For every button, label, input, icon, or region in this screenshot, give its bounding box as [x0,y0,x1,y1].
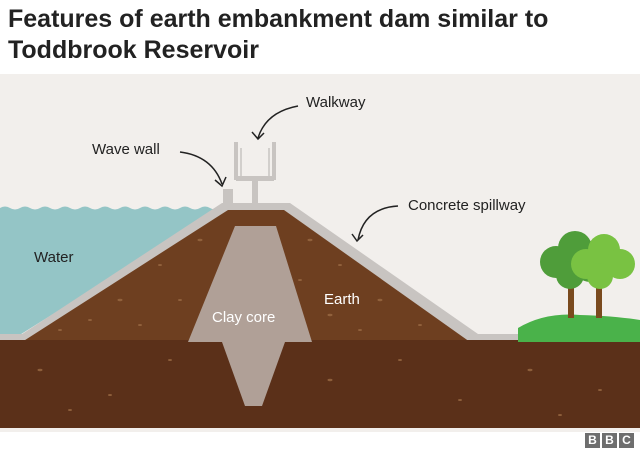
concrete-spillway-label: Concrete spillway [408,197,526,214]
diagram-title: Features of earth embankment dam similar… [8,5,549,64]
logo-letter: B [602,433,617,448]
water-body [0,206,222,336]
logo-letter: C [619,433,634,448]
tree-light [571,234,635,318]
earth-label: Earth [324,291,360,308]
grass-mound [518,314,640,342]
clay-core [188,226,312,406]
walkway-arrow [257,105,299,139]
bbc-logo: B B C [585,433,634,448]
wave-wall-arrow [179,151,223,185]
walkway-label: Walkway [306,94,366,111]
wave-wall [223,189,233,207]
walkway-structure [234,142,276,204]
foundation-ground [0,340,640,428]
water-label: Water [34,249,73,266]
reservoir-lining [0,334,22,340]
clay-core-label: Clay core [212,309,275,326]
soil-speckles [37,238,602,416]
logo-letter: B [585,433,600,448]
callout-arrows [179,105,399,243]
dam-diagram: Walkway Wave wall Concrete spillway Wate… [0,74,640,432]
wave-wall-label: Wave wall [92,141,160,158]
spillway-arrow [357,205,399,241]
